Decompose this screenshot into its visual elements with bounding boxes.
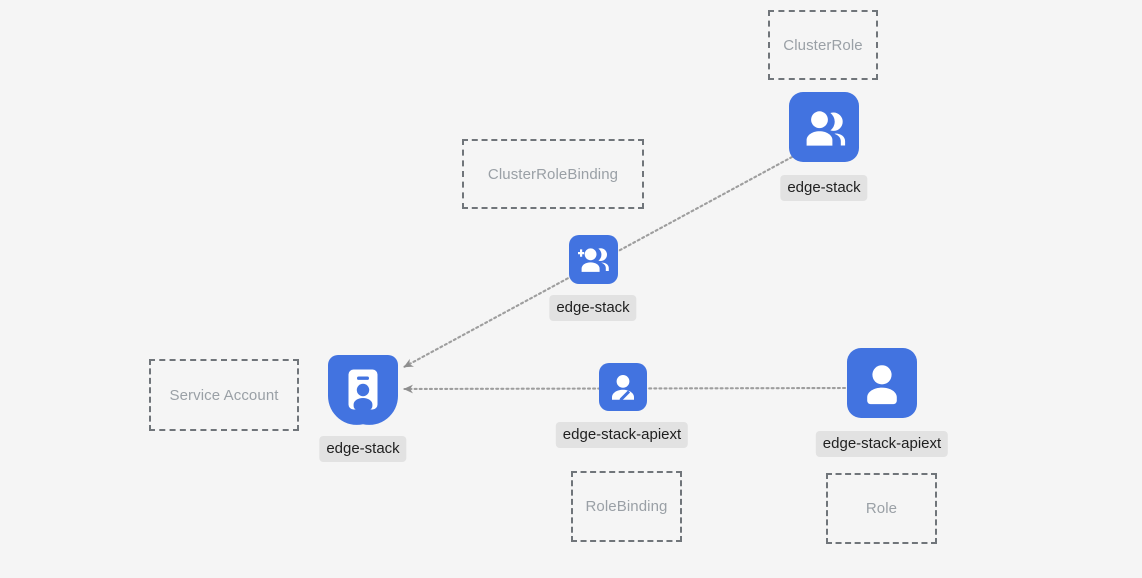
service-account-node[interactable]: edge-stack [319, 355, 407, 462]
service-account-node-label: edge-stack [319, 436, 407, 462]
cluster-role-box[interactable]: ClusterRole [768, 10, 878, 80]
role-binding-box-label: RoleBinding [585, 498, 668, 515]
cluster-role-binding-box-label: ClusterRoleBinding [487, 165, 619, 183]
cluster-role-node[interactable]: edge-stack [780, 92, 868, 201]
role-node-label: edge-stack-apiext [815, 431, 949, 457]
cluster-role-binding-box[interactable]: ClusterRoleBinding [462, 139, 644, 209]
role-box[interactable]: Role [826, 473, 937, 544]
cluster-role-node-label: edge-stack [780, 175, 868, 201]
cluster-role-box-label: ClusterRole [783, 36, 863, 54]
role-binding-node-label: edge-stack-apiext [555, 422, 689, 448]
service-account-box[interactable]: Service Account [149, 359, 299, 431]
person-add-icon[interactable] [569, 235, 618, 284]
service-account-box-label: Service Account [169, 386, 279, 404]
role-binding-node[interactable]: edge-stack-apiext [555, 363, 689, 448]
role-box-label: Role [865, 500, 898, 517]
person-edit-icon[interactable] [599, 363, 647, 411]
role-binding-box[interactable]: RoleBinding [571, 471, 682, 542]
role-node[interactable]: edge-stack-apiext [815, 348, 949, 457]
person-icon[interactable] [847, 348, 917, 418]
cluster-role-binding-node[interactable]: edge-stack [549, 235, 637, 321]
service-account-badge-icon[interactable] [328, 355, 398, 425]
cluster-role-binding-node-label: edge-stack [549, 295, 637, 321]
group-people-icon[interactable] [789, 92, 859, 162]
